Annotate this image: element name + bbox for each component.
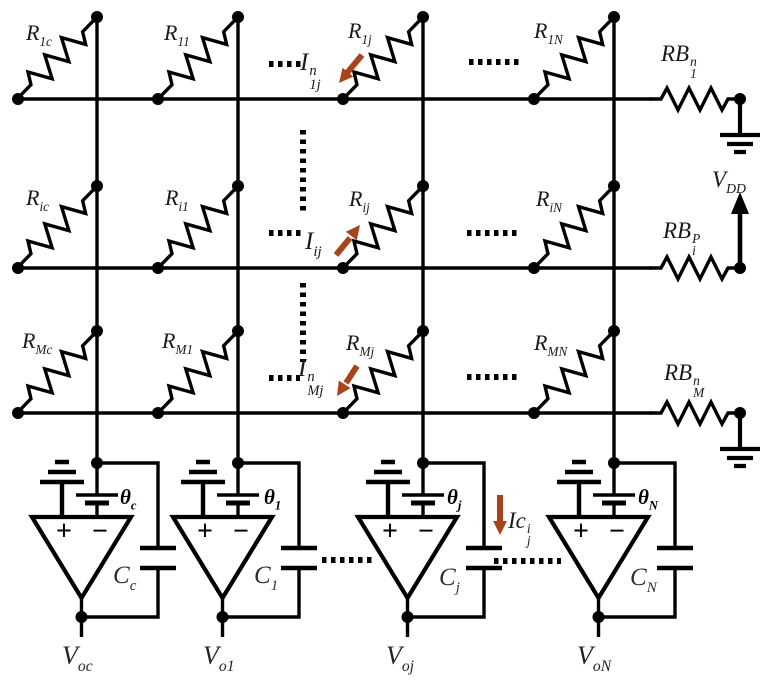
opamp-N-plus-input: + [573,516,589,547]
opamp-unit-c [28,462,176,637]
opamp-c-plus-input: + [56,516,72,547]
label-R1c: R1c [26,20,52,49]
label-RiN: RiN [536,186,562,215]
label-Vo1: Vo1 [203,641,235,676]
label-RMN: RMN [534,330,568,359]
resistor-RBiP [648,255,742,281]
current-arrow-Icj [493,495,507,535]
bias-resistors [648,86,760,466]
label-C1: C1 [254,562,279,594]
label-theta-j: θj [447,485,462,513]
opamp-N-minus-input: − [609,516,625,547]
opamp-unit-N [545,462,693,637]
ground-symbol-rowM [720,413,760,466]
current-arrow-Iij [333,225,360,257]
label-theta-N: θN [638,485,659,513]
ground-symbol-unit-1 [181,462,225,517]
ground-symbol-unit-N [557,462,601,517]
resistor-R1c [7,8,107,109]
battery-theta-c [76,463,118,517]
label-Voc: Voc [62,641,93,676]
resistor-Ric [7,177,107,278]
opamp-1-minus-input: − [233,516,249,547]
battery-theta-N [593,463,635,517]
label-RM1: RM1 [162,328,194,357]
continuation-dots [269,59,561,564]
label-RMj: RMj [346,330,375,359]
vdd-arrow [731,192,749,268]
label-theta-c: θc [120,485,137,513]
battery-theta-j [402,463,444,517]
opamp-j-plus-input: + [382,516,398,547]
label-CN: CN [630,564,657,596]
label-RMc: RMc [22,328,53,357]
resistor-RB1n [648,86,742,112]
opamp-1-plus-input: + [197,516,213,547]
ground-symbol-unit-j [366,462,410,517]
label-R1N: R1N [534,18,563,47]
label-Cj: Cj [439,564,460,596]
ground-symbol-unit-c [40,462,84,517]
label-Cc: Cc [113,562,137,594]
column-lines [95,17,616,463]
label-R11: R11 [164,20,190,49]
label-Ric: Ric [26,185,49,214]
row-bus-lines [18,97,652,415]
label-theta-1: θ1 [264,485,282,513]
opamp-unit-1 [169,462,317,637]
resistor-RBMn [648,400,742,426]
junction-dots [12,11,746,623]
label-R1j: R1j [348,18,372,47]
opamp-unit-j [354,462,502,637]
ground-symbol-row1 [720,99,760,152]
current-arrow-I1j [339,53,365,83]
battery-theta-1 [217,463,259,517]
label-Voj: Voj [386,641,415,676]
label-VDD: VDD [712,167,746,197]
current-arrow-IMj [337,364,360,396]
opamp-j-minus-input: − [418,516,434,547]
label-Ri1: Ri1 [165,185,189,214]
label-Rij: Rij [349,186,370,215]
label-Iij: Iij [305,228,322,260]
opamp-c-minus-input: − [92,516,108,547]
label-VoN: VoN [577,641,612,676]
current-arrows [333,53,507,535]
